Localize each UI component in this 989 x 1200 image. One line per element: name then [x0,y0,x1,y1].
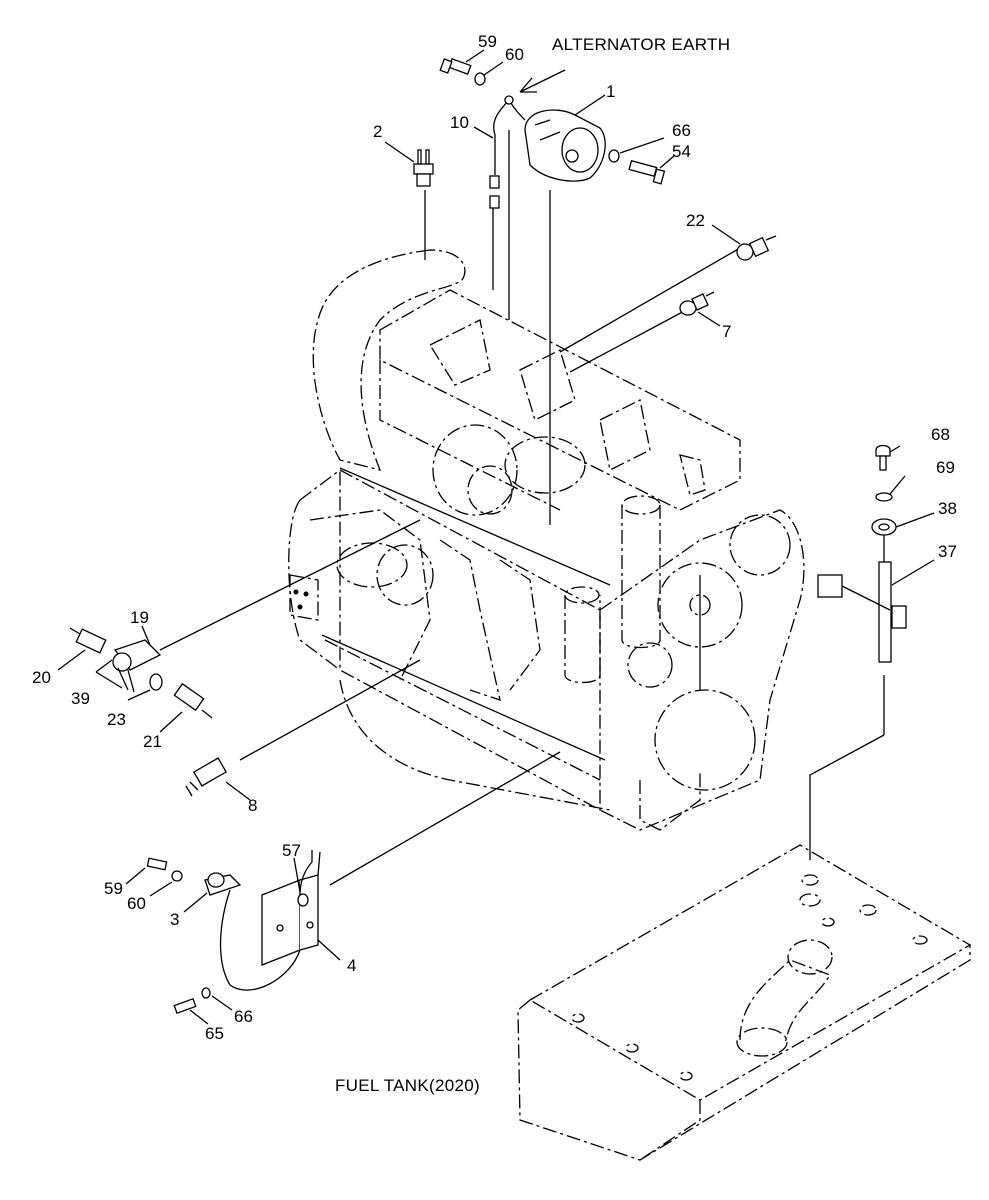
sensor-22 [736,235,777,261]
bracket-assembly [146,850,321,1015]
part-label-8: 8 [248,796,258,815]
part-label-59-bottom: 59 [104,879,123,898]
sensor-7 [679,291,715,316]
part-label-10: 10 [450,113,469,132]
part-label-60-bottom: 60 [127,894,146,913]
part-label-54: 54 [672,142,691,161]
part-label-2: 2 [373,122,383,141]
part-label-22: 22 [686,211,705,230]
sensor-8 [185,757,228,797]
part-label-7: 7 [722,322,732,341]
alternator-hardware [439,57,666,185]
sensor-2 [413,149,434,187]
engine-outline [288,249,805,831]
part-label-59-top: 59 [478,32,497,51]
part-label-37: 37 [938,542,957,561]
fuel-tank-caption: FUEL TANK(2020) [335,1076,480,1095]
alternator [489,69,606,209]
part-label-57: 57 [282,841,301,860]
reference-lines [159,130,885,886]
alternator-earth-caption: ALTERNATOR EARTH [552,35,731,54]
part-label-60-top: 60 [505,45,524,64]
part-label-66-top: 66 [672,121,691,140]
fuel-tank [517,844,972,1161]
part-label-4: 4 [347,956,357,975]
part-label-19: 19 [130,608,149,627]
part-label-21: 21 [143,732,162,751]
part-label-68: 68 [931,425,950,444]
part-label-39: 39 [71,689,90,708]
left-fittings [69,627,213,719]
part-label-23: 23 [107,710,126,729]
leader-lines [57,49,935,1025]
part-label-69: 69 [936,458,955,477]
part-label-3: 3 [170,910,180,929]
part-label-1: 1 [606,82,616,101]
part-label-65: 65 [205,1024,224,1043]
part-label-38: 38 [938,499,957,518]
part-label-20: 20 [32,668,51,687]
fuel-sender [817,444,907,663]
part-label-66-bottom: 66 [234,1007,253,1026]
